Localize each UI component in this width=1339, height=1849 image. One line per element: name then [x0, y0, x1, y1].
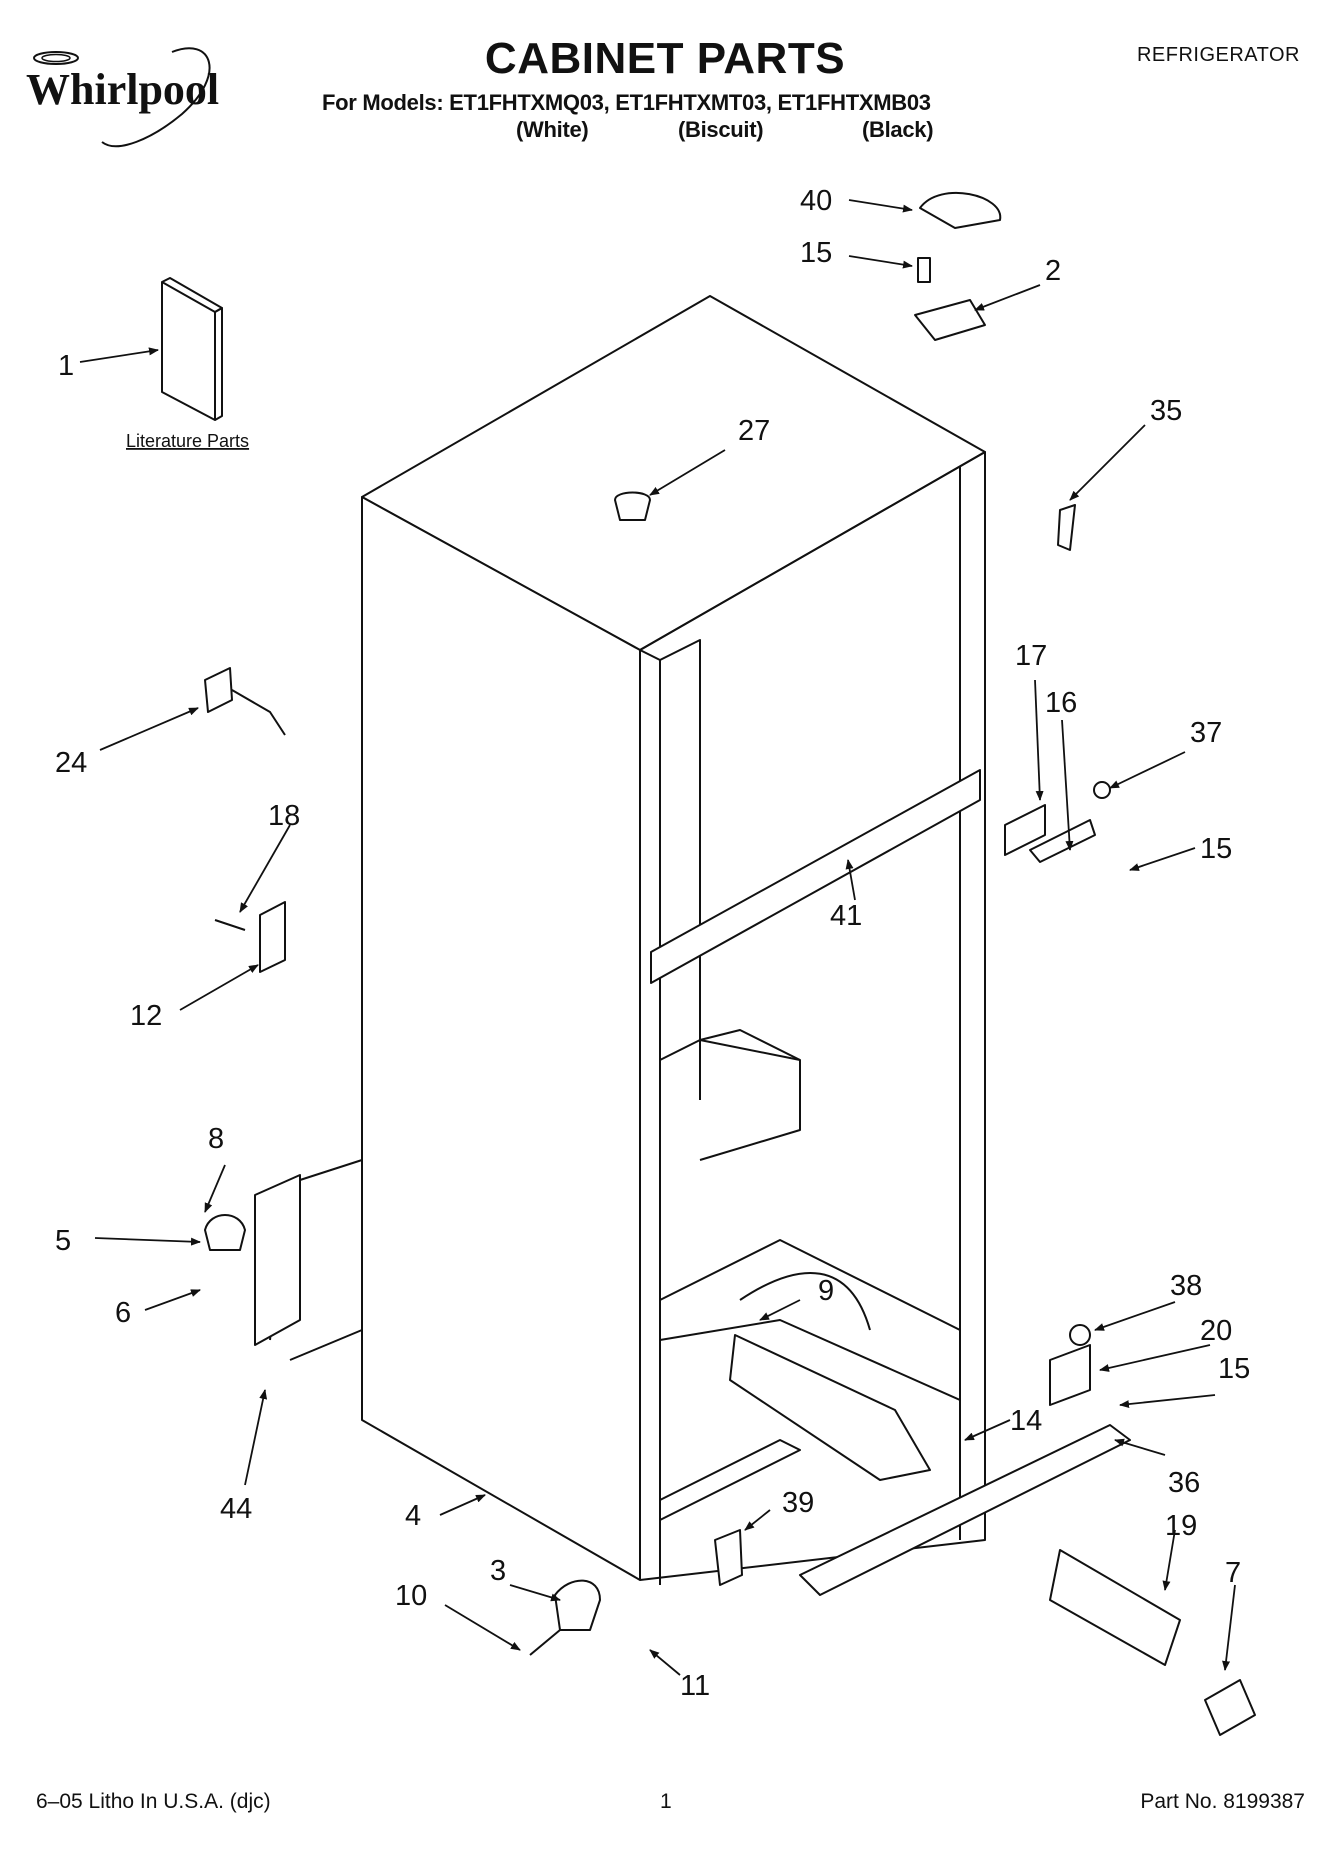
part-12-bracket: [259, 901, 286, 973]
callout-5: 5: [55, 1225, 71, 1257]
whirlpool-logo: Whirlpool: [22, 44, 262, 164]
callout-2: 2: [1045, 255, 1061, 287]
callout-3: 3: [490, 1555, 506, 1587]
callout-8: 8: [208, 1123, 224, 1155]
callout-38: 38: [1170, 1270, 1202, 1302]
callout-14: 14: [1010, 1405, 1042, 1437]
callout-39: 39: [782, 1487, 814, 1519]
callout-20: 20: [1200, 1315, 1232, 1347]
callout-27: 27: [738, 415, 770, 447]
appliance-category: REFRIGERATOR: [1136, 44, 1300, 66]
part-38-washer: [1069, 1324, 1091, 1346]
callout-1: 1: [58, 350, 74, 382]
color-biscuit: (Biscuit): [678, 117, 764, 142]
callout-10: 10: [395, 1580, 427, 1612]
part-35-cover: [1057, 504, 1076, 551]
callout-9: 9: [818, 1275, 834, 1307]
part-27-plug: [614, 491, 651, 521]
page-title: CABINET PARTS: [484, 34, 846, 83]
callout-19: 19: [1165, 1510, 1197, 1542]
callout-12: 12: [130, 1000, 162, 1032]
callout-15-bottom: 15: [1218, 1353, 1250, 1385]
part-41-rail: [650, 769, 981, 984]
callout-37: 37: [1190, 717, 1222, 749]
callout-15-mid: 15: [1200, 833, 1232, 865]
leader-arrows: [79, 199, 1236, 1676]
part-10-screw: [529, 1629, 561, 1656]
part-9-water-valve: [729, 1334, 931, 1481]
model-list: For Models: ET1FHTXMQ03, ET1FHTXMT03, ET…: [322, 90, 931, 115]
part-5-clamp: [204, 1214, 246, 1251]
litho-note: 6–05 Litho In U.S.A. (djc): [36, 1790, 271, 1813]
callout-40: 40: [800, 185, 832, 217]
callout-7: 7: [1225, 1557, 1241, 1589]
callout-6: 6: [115, 1297, 131, 1329]
color-black: (Black): [862, 117, 934, 142]
part-number: Part No. 8199387: [1140, 1790, 1305, 1813]
logo-graphic: Whirlpool: [26, 47, 219, 148]
logo-wordmark: Whirlpool: [26, 65, 219, 114]
part-36-grille: [799, 1424, 1131, 1596]
callout-15-top: 15: [800, 237, 832, 269]
callout-36: 36: [1168, 1467, 1200, 1499]
part-44-plate: [254, 1174, 301, 1346]
callout-44: 44: [220, 1493, 252, 1525]
part-15-screw-top: [917, 257, 931, 283]
part-9-tube: [739, 1271, 871, 1331]
part-3-cover: [554, 1579, 601, 1631]
part-19-filter: [1049, 1549, 1181, 1666]
part-2-hinge: [914, 299, 986, 341]
part-16-hinge: [1029, 819, 1096, 863]
callout-17: 17: [1015, 640, 1047, 672]
part-1-literature: [161, 277, 223, 421]
callout-11: 11: [680, 1670, 710, 1702]
callout-16: 16: [1045, 687, 1077, 719]
callout-24: 24: [55, 747, 87, 779]
part-39-clip: [714, 1529, 743, 1586]
color-white: (White): [516, 117, 589, 142]
part-17-bracket: [1004, 804, 1046, 856]
callout-4: 4: [405, 1500, 421, 1532]
callout-35: 35: [1150, 395, 1182, 427]
callout-labels: 1 2 3 4 5 6 7 8 9 10 11 12 14 15 15 15 1…: [55, 185, 1250, 1702]
cabinet-shell: [269, 295, 986, 1585]
callout-18: 18: [268, 800, 300, 832]
part-40-cap: [919, 192, 1002, 229]
part-18-screw: [214, 919, 246, 931]
part-20-bracket: [1049, 1344, 1091, 1406]
page-number: 1: [660, 1790, 672, 1813]
literature-parts-label: Literature Parts: [126, 431, 249, 451]
part-7-cap: [1204, 1679, 1256, 1736]
part-24-bracket: [204, 667, 286, 736]
callout-41: 41: [830, 900, 862, 932]
part-37-washer: [1093, 781, 1111, 799]
